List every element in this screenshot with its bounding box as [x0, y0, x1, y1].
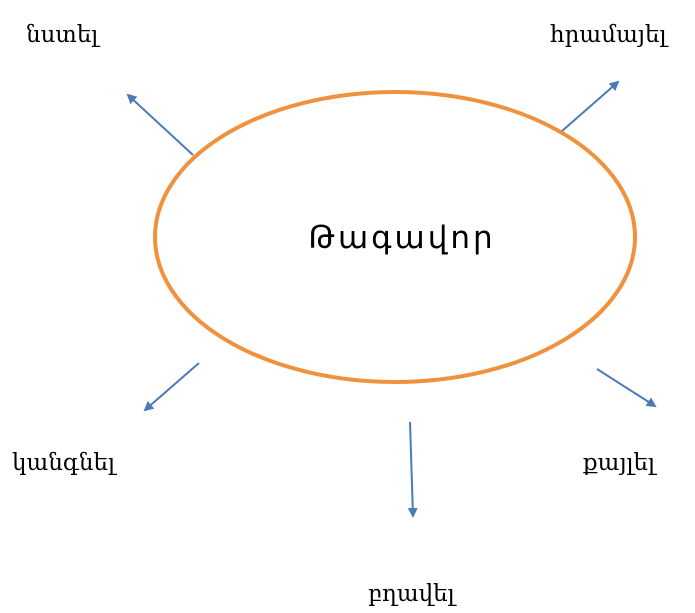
- arrow-to-qaylel: [596, 368, 657, 408]
- arrow-to-hramayel: [561, 80, 620, 132]
- node-label-qaylel: քայլել: [583, 450, 658, 476]
- node-label-hramayel: հրամայել: [550, 22, 669, 48]
- node-label-kangnel: կանգնել: [12, 450, 118, 476]
- node-label-nstel: նստել: [26, 22, 101, 48]
- arrow-to-bghavel: [407, 421, 418, 518]
- node-label-bghavel: բղավել: [368, 581, 458, 607]
- center-label: Թագավոր: [308, 220, 495, 256]
- center-ellipse: [153, 90, 637, 384]
- arrow-to-kangnel: [143, 362, 200, 412]
- arrow-to-nstel: [126, 93, 194, 156]
